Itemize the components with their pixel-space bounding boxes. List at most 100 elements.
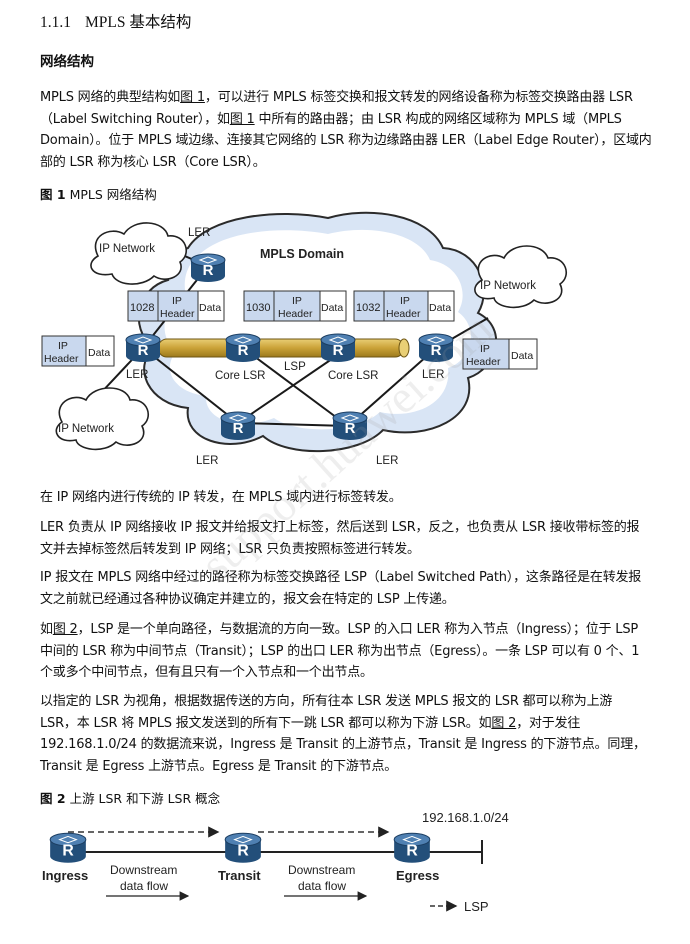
svg-text:R: R <box>203 262 214 279</box>
body-paragraph: 在 IP 网络内进行传统的 IP 转发，在 MPLS 域内进行标签转发。 <box>40 490 402 505</box>
subheading: 网络结构 <box>40 54 94 70</box>
ingress-label: Ingress <box>42 868 88 883</box>
ip-header-line1: IP <box>480 343 490 355</box>
data-field: Data <box>199 302 221 314</box>
core-lsr-label: Core LSR <box>328 370 379 382</box>
transit-label: Transit <box>218 868 261 883</box>
router-icon: R <box>220 411 256 440</box>
section-number: 1.1.1 <box>40 14 71 31</box>
upstream-downstream-diagram: 192.168.1.0/24 R R R Ingress Transit Egres… <box>42 810 509 914</box>
ip-header-line2: Header <box>160 308 195 320</box>
text-span: ，对于发往 192.168.1.0/24 的数据流来说，Ingress 是 Tr… <box>40 715 646 774</box>
label-value: 1028 <box>130 302 154 314</box>
text-span: ，LSP 是一个单向路径，与数据流的方向一致。LSP 的入口 LER 称为入节点… <box>40 622 640 680</box>
text-span: 以指定的 LSR 为视角，根据数据传送的方向，所有往本 LSR 发送 MPLS … <box>40 694 613 731</box>
ip-header-line2: Header <box>386 308 421 320</box>
mpls-domain-label: MPLS Domain <box>260 247 344 261</box>
svg-text:R: R <box>406 842 418 859</box>
router-icon: R <box>190 253 226 282</box>
text-span: 中所有的路由器；由 LSR 构成的网络区域称为 MPLS 域（MPLS Doma… <box>40 111 652 170</box>
legend-lsp-label: LSP <box>464 899 489 914</box>
text-span: MPLS 网络的典型结构如 <box>40 90 181 105</box>
ip-header-line2: Header <box>466 356 501 368</box>
ler-label: LER <box>126 369 148 381</box>
figure1-link[interactable]: 图 1 <box>180 90 205 105</box>
ip-packet-left: IP Header Data <box>41 335 115 367</box>
data-field: Data <box>321 302 343 314</box>
label-value: 1030 <box>246 302 270 314</box>
section-heading: 1.1.1 MPLS 基本结构 <box>40 10 191 32</box>
lsp-tube-end <box>398 338 410 358</box>
mpls-network-diagram: MPLS Domain IP Network IP Network I <box>41 211 568 467</box>
labeled-packet: 1028 IP Header Data <box>127 290 225 322</box>
svg-text:R: R <box>138 342 149 359</box>
data-field: Data <box>511 350 533 362</box>
network-prefix: 192.168.1.0/24 <box>422 810 509 825</box>
svg-text:R: R <box>333 342 344 359</box>
ip-network-cloud-1: IP Network <box>90 222 188 285</box>
data-field: Data <box>429 302 451 314</box>
figure1-caption-label: 图 1 <box>40 187 66 202</box>
lsp-tube <box>157 338 405 358</box>
svg-text:R: R <box>238 342 249 359</box>
data-flow-label: data flow <box>298 879 346 893</box>
label-value: 1032 <box>356 302 380 314</box>
ip-header-line2: Header <box>278 308 313 320</box>
ip-header-line1: IP <box>172 295 182 307</box>
figure1-caption-text: MPLS 网络结构 <box>69 187 157 202</box>
ip-network-label: IP Network <box>58 423 114 435</box>
figure2-link[interactable]: 图 2 <box>491 715 517 731</box>
svg-text:R: R <box>345 420 356 437</box>
ip-network-cloud-2: IP Network <box>474 245 568 309</box>
downstream-label: Downstream <box>110 863 177 877</box>
lsp-label: LSP <box>284 361 306 373</box>
ler-label: LER <box>188 227 210 239</box>
downstream-label: Downstream <box>288 863 355 877</box>
core-lsr-label: Core LSR <box>215 370 266 382</box>
router-icon: R <box>418 333 454 362</box>
ler-label: LER <box>422 369 444 381</box>
ip-network-label: IP Network <box>99 243 155 255</box>
router-icon: R <box>224 832 262 863</box>
svg-text:R: R <box>431 342 442 359</box>
svg-text:R: R <box>233 420 244 437</box>
ler-label: LER <box>196 455 218 467</box>
fig2-paragraph-b: 以指定的 LSR 为视角，根据数据传送的方向，所有往本 LSR 发送 MPLS … <box>40 691 652 777</box>
figure2-link[interactable]: 图 2 <box>52 622 78 637</box>
text-span: 如 <box>40 622 53 637</box>
data-field: Data <box>88 347 110 359</box>
svg-text:R: R <box>237 842 249 859</box>
svg-text:R: R <box>62 842 74 859</box>
router-icon: R <box>125 333 161 362</box>
text-span: ，可以进行 MPLS 标签交换和报文转发的网络设备称为标签交换路由器 LSR（L… <box>40 90 633 127</box>
router-icon: R <box>332 411 368 440</box>
intro-paragraph: MPLS 网络的典型结构如图 1，可以进行 MPLS 标签交换和报文转发的网络设… <box>40 87 652 173</box>
router-icon: R <box>225 333 261 362</box>
figure1-link-2[interactable]: 图 1 <box>229 111 255 127</box>
data-flow-label: data flow <box>120 879 168 893</box>
figure2-caption-text: 上游 LSR 和下游 LSR 概念 <box>69 791 221 806</box>
ip-header-line2: Header <box>44 353 79 365</box>
ip-packet-right: IP Header Data <box>462 338 538 370</box>
router-icon: R <box>320 333 356 362</box>
router-icon: R <box>393 832 431 863</box>
labeled-packet: 1032 IP Header Data <box>353 290 455 322</box>
router-icon: R <box>49 832 87 863</box>
ler-label: LER <box>376 455 398 467</box>
ip-network-cloud-3: IP Network <box>55 387 150 451</box>
body-paragraph: IP 报文在 MPLS 网络中经过的路径称为标签交换路径 LSP（Label S… <box>40 570 642 607</box>
ip-network-label: IP Network <box>480 280 536 292</box>
ip-header-line1: IP <box>58 340 68 352</box>
body-paragraph: LER 负责从 IP 网络接收 IP 报文并给报文打上标签，然后送到 LSR，反… <box>40 520 640 557</box>
egress-label: Egress <box>396 868 439 883</box>
fig2-paragraph-a: 如图 2，LSP 是一个单向路径，与数据流的方向一致。LSP 的入口 LER 称… <box>40 619 652 684</box>
figure2-caption-label: 图 2 <box>40 791 66 806</box>
labeled-packet: 1030 IP Header Data <box>243 290 347 322</box>
ip-header-line1: IP <box>292 295 302 307</box>
ip-header-line1: IP <box>400 295 410 307</box>
section-title: MPLS 基本结构 <box>85 14 192 31</box>
